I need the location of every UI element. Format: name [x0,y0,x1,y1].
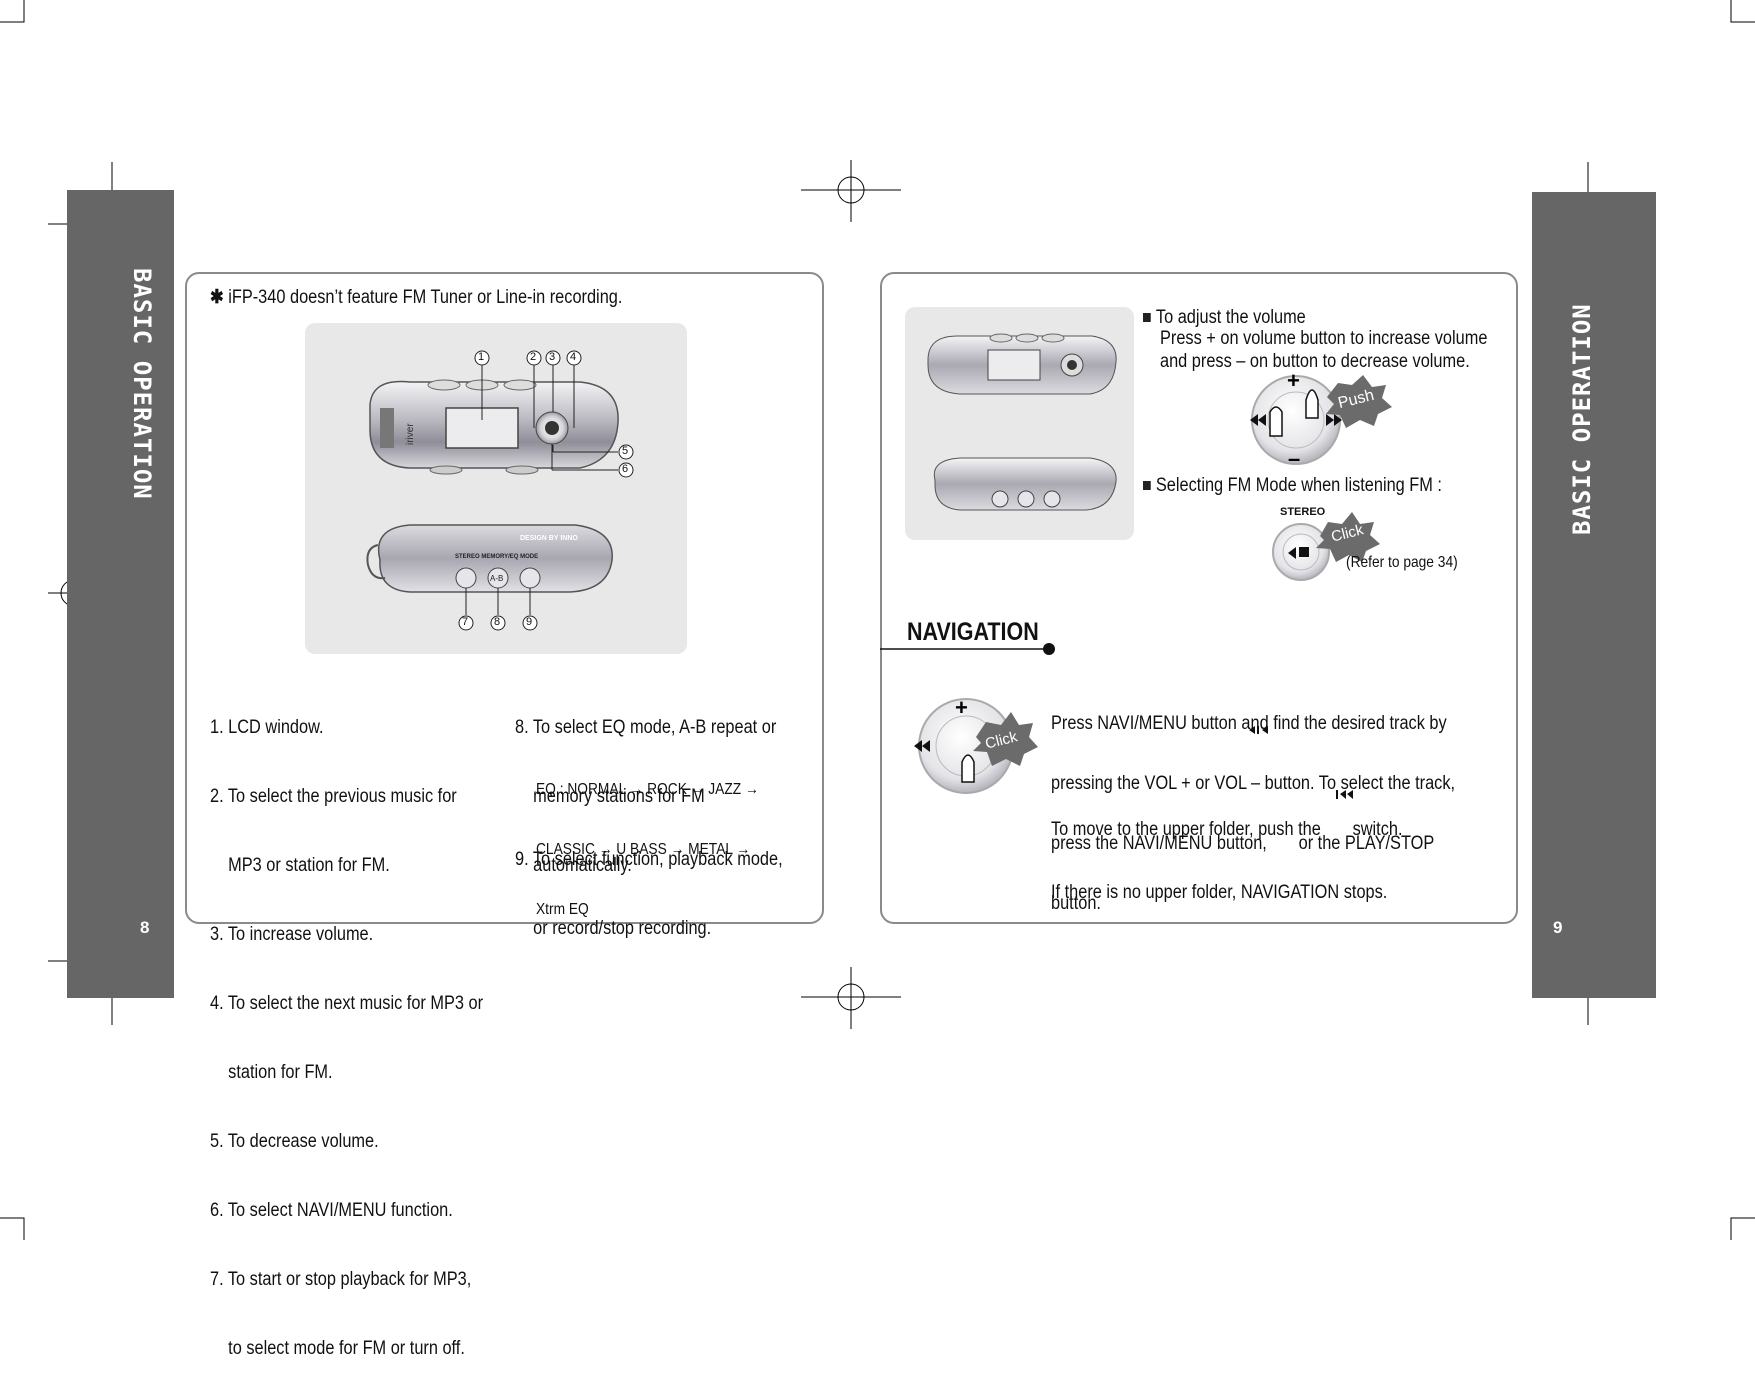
svg-text:STEREO MEMORY/EQ MODE: STEREO MEMORY/EQ MODE [455,554,538,560]
nav-line: If there is no upper folder, NAVIGATION … [1051,882,1388,903]
svg-text:DESIGN BY INNO: DESIGN BY INNO [520,535,578,542]
callout-2: 2 [530,351,537,363]
fm-tuner-note: ✱ iFP-340 doesn’t feature FM Tuner or Li… [210,286,622,309]
callout-6: 6 [622,463,629,475]
nav-line: Press NAVI/MENU button and find the desi… [1051,713,1447,734]
left-page-number: 8 [140,918,150,937]
list-item: MP3 or station for FM. [210,855,390,876]
fm-title-text: Selecting FM Mode when listening FM : [1155,475,1442,496]
eq-mode-sequence: EQ : NORMAL → ROCK → JAZZ → CLASSIC → U … [536,740,759,940]
callout-3: 3 [549,351,556,363]
right-side-bar [1532,192,1656,998]
device-top-view: iriver [369,379,619,475]
button-list-col2b: 9. To select function, playback mode, or… [515,802,783,963]
navigation-paragraph-1: Press NAVI/MENU button and find the desi… [1051,674,1455,934]
device-diagram-photo [305,323,687,654]
volume-dial: + – [1250,368,1342,471]
navigation-dial: + [914,695,1014,794]
stereo-button-dial [1272,523,1330,581]
list-item: or record/stop recording. [515,918,712,939]
nav-line: button. [1051,893,1101,914]
small-device-side [933,457,1117,511]
list-item: to select mode for FM or turn off. [210,1338,465,1359]
callout-8: 8 [494,616,501,628]
rewind-inline-icon [1336,790,1353,799]
volume-title-text: To adjust the volume [1155,307,1306,328]
eq-line: EQ : NORMAL → ROCK → JAZZ → [536,781,759,798]
callout-leaders [465,365,618,615]
navigation-paragraph-2: To move to the upper folder, push the sw… [1051,777,1403,924]
square-bullet-icon [1143,313,1151,322]
callout-5: 5 [622,445,629,457]
svg-text:+: + [1287,368,1300,393]
button-list-col2: 8. To select EQ mode, A-B repeat or memo… [515,670,776,900]
list-item: station for FM. [210,1062,333,1083]
stereo-click-burst [1316,512,1380,562]
list-item: 8. To select EQ mode, A-B repeat or [515,717,777,738]
volume-instructions: Press + on volume button to increase vol… [1160,327,1487,373]
svg-text:+: + [955,695,968,720]
list-item: 7. To start or stop playback for MP3, [210,1269,472,1290]
device-diagram: iriver DESIGN BY INNO STEREO MEMORY/EQ M… [366,350,634,631]
list-item: memory stations for FM [515,786,705,807]
callout-4: 4 [570,351,577,363]
navigation-click-burst [973,712,1038,766]
nav-line: pressing the VOL + or VOL – button. To s… [1051,773,1456,794]
navigation-heading: NAVIGATION [907,618,1039,646]
play-pause-inline-icon [1249,726,1268,734]
small-device-top [927,333,1117,395]
callout-1: 1 [478,351,485,363]
eq-line: CLASSIC → U BASS → METAL → [536,841,751,858]
eq-line: Xtrm EQ [536,901,589,918]
note-text: iFP-340 doesn’t feature FM Tuner or Line… [228,287,623,308]
list-item: 4. To select the next music for MP3 or [210,993,484,1014]
list-item: 1. LCD window. [210,717,324,738]
callout-circles [458,350,634,631]
svg-text:A-B: A-B [490,574,503,583]
list-item: 6. To select NAVI/MENU function. [210,1200,453,1221]
right-illustrations: + – + [880,333,1392,799]
device-side-view: DESIGN BY INNO STEREO MEMORY/EQ MODE A-B [366,524,613,593]
refer-page-note: (Refer to page 34) [1346,554,1458,571]
nav-line: press the NAVI/MENU button, or the PLAY/… [1051,833,1435,854]
svg-text:iriver: iriver [405,423,416,445]
right-page-number: 9 [1553,918,1563,937]
left-side-bar [67,190,174,998]
square-bullet-icon [1143,481,1151,490]
list-item: 3. To increase volume. [210,924,374,945]
volume-line: Press + on volume button to increase vol… [1160,328,1488,349]
stereo-label: STEREO [1280,506,1326,518]
fm-mode-title: Selecting FM Mode when listening FM : [1143,474,1442,497]
volume-line: and press – on button to decrease volume… [1160,351,1470,372]
navigation-heading-dot [1043,643,1055,655]
push-burst [1326,375,1392,428]
note-asterisk: ✱ [210,287,224,308]
svg-text:–: – [1288,446,1300,471]
callout-7: 7 [462,616,469,628]
list-item: 5. To decrease volume. [210,1131,379,1152]
list-item: automatically. [515,855,632,876]
volume-section-title: To adjust the volume [1143,306,1306,329]
list-item: 2. To select the previous music for [210,786,457,807]
callout-9: 9 [526,616,533,628]
nav-line: To move to the upper folder, push the sw… [1051,819,1403,840]
list-item: 9. To select function, playback mode, [515,849,783,870]
